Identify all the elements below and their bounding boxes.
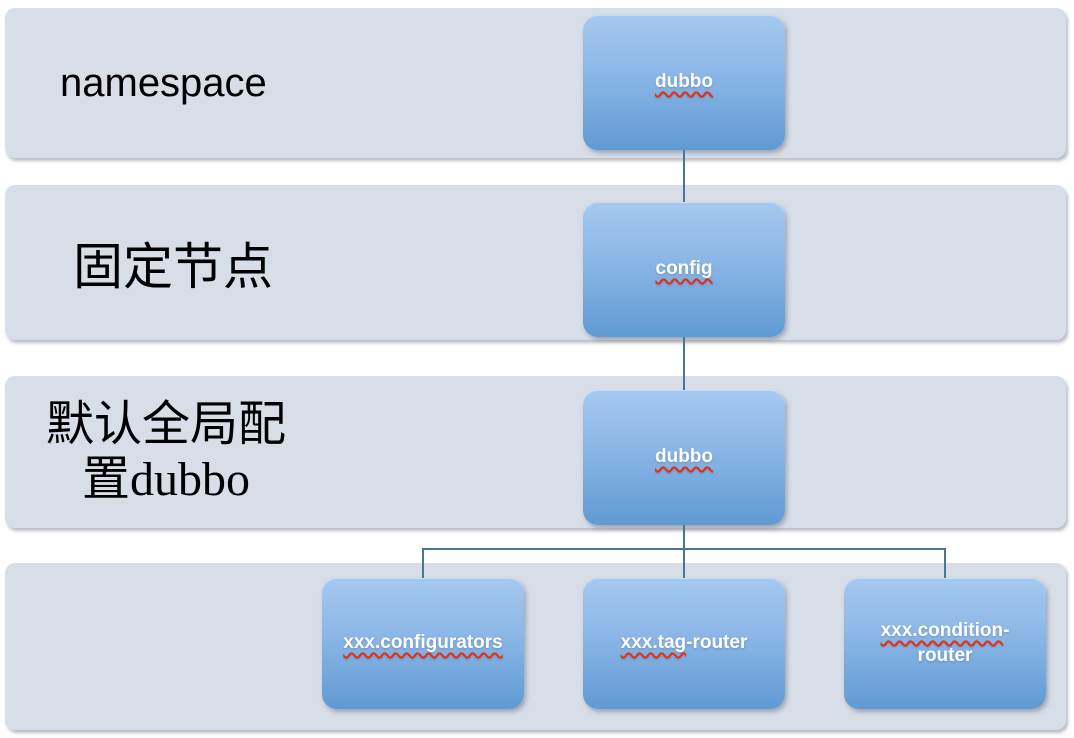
node-label: dubbo xyxy=(654,71,714,93)
connector-branch-horizontal xyxy=(422,548,946,550)
row-band-namespace: namespace xyxy=(5,8,1066,158)
node-dubbo-group: dubbo xyxy=(583,390,785,525)
row-band-fixed-node: 固定节点 xyxy=(5,185,1066,340)
connector-branch-to-configurators xyxy=(422,548,424,578)
node-configurators: xxx.configurators xyxy=(322,578,524,709)
node-label: dubbo xyxy=(654,446,714,468)
connector-config-to-dubbo xyxy=(683,337,685,390)
node-label: config xyxy=(655,258,713,280)
connector-dubbo-to-children xyxy=(683,525,685,578)
node-condition-router: xxx.condition-router xyxy=(844,578,1046,709)
connector-dubbo-to-config xyxy=(683,150,685,202)
node-label: xxx.configurators xyxy=(343,632,503,654)
node-label: xxx.tag-router xyxy=(620,632,748,654)
row-label-fixed-node: 固定节点 xyxy=(73,238,273,295)
connector-branch-to-condition-router xyxy=(944,548,946,578)
node-label: xxx.condition-router xyxy=(880,619,1010,666)
node-dubbo-root: dubbo xyxy=(583,15,785,150)
node-tag-router: xxx.tag-router xyxy=(583,578,785,709)
node-config: config xyxy=(583,202,785,337)
row-band-default-global-config: 默认全局配置dubbo xyxy=(5,376,1066,528)
row-label-default-global-config: 默认全局配置dubbo xyxy=(45,397,286,506)
row-label-namespace: namespace xyxy=(60,60,267,105)
